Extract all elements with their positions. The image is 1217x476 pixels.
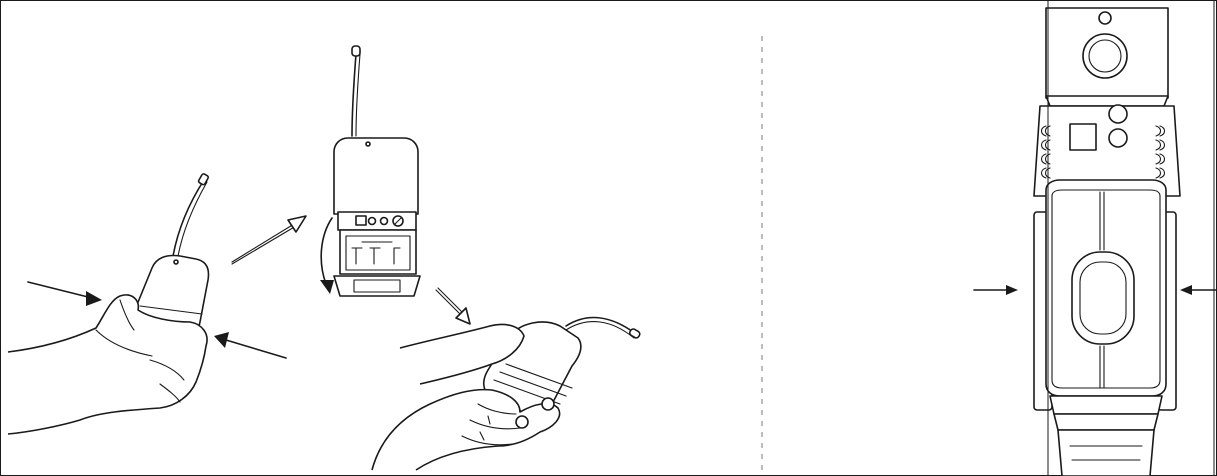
battery-compartment — [340, 230, 416, 274]
battery-cover — [334, 276, 420, 296]
transmitter-body — [334, 138, 418, 214]
lanyard-hole — [1099, 12, 1111, 24]
right-panel — [974, 0, 1216, 476]
status-led — [1109, 129, 1127, 147]
open-cover-arrow — [321, 218, 332, 284]
base-ring-3 — [1058, 430, 1154, 476]
transmitter-antenna — [352, 54, 356, 136]
display-square — [1070, 124, 1096, 150]
led-indicator — [369, 218, 376, 225]
base-ring-1 — [1050, 396, 1162, 414]
display-window — [356, 216, 366, 225]
step-open-cover-illustration — [320, 46, 420, 296]
battery-latch — [1072, 252, 1134, 344]
step-arrow-2-to-3 — [436, 288, 470, 324]
step-arrow-1-to-2 — [232, 216, 306, 264]
squeeze-arrow-right — [226, 340, 286, 358]
base-ring-2 — [1054, 414, 1158, 430]
mic-connector — [1083, 34, 1127, 78]
left-panel — [8, 46, 641, 470]
ir-sensor — [1109, 105, 1127, 123]
step-squeeze-illustration — [8, 173, 286, 434]
squeeze-arrow-left — [28, 282, 92, 298]
control-strip — [338, 212, 416, 230]
step-remove-battery-illustration — [372, 318, 641, 470]
